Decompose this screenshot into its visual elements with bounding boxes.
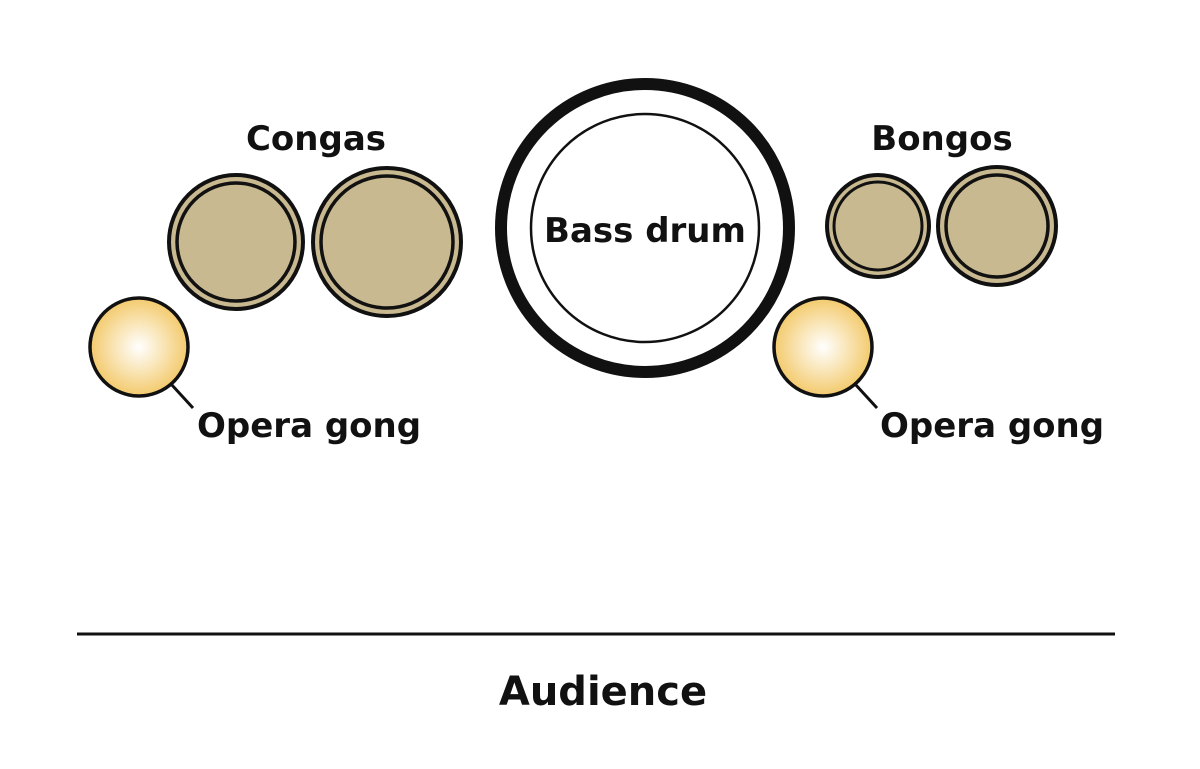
opera-gong-right-label: Opera gong (880, 406, 1104, 446)
bongo-right (936, 165, 1058, 287)
congas-label: Congas (246, 119, 386, 159)
opera-gong-left-label: Opera gong (197, 406, 421, 446)
conga-right (311, 166, 463, 318)
bass-drum (495, 78, 795, 378)
opera-gong-right (772, 296, 879, 410)
bongo-left (825, 173, 931, 279)
opera-gong-left (88, 296, 195, 410)
bass-drum-label: Bass drum (544, 211, 746, 251)
audience-label: Audience (499, 669, 707, 715)
conga-left (167, 173, 305, 311)
bongos-label: Bongos (871, 119, 1012, 159)
